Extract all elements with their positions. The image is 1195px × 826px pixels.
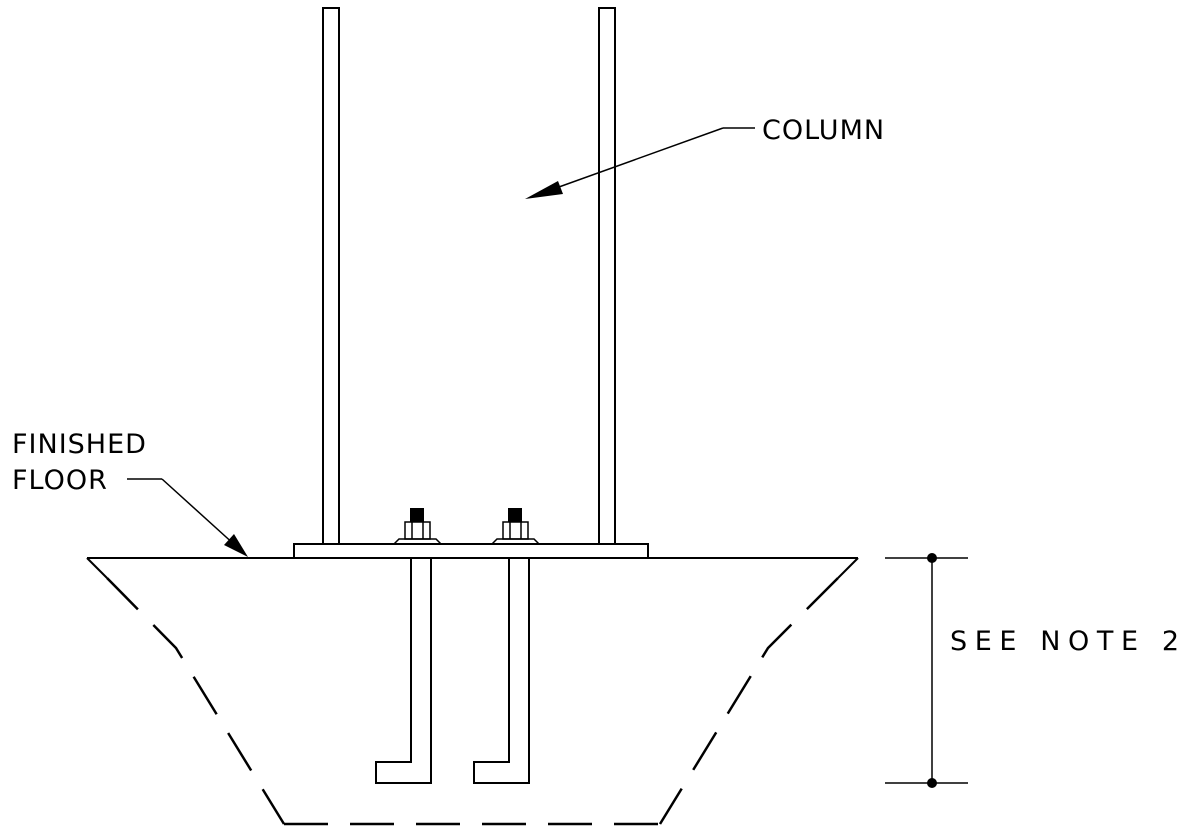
- column-leader-arrowhead: [525, 181, 563, 199]
- bolt-2-washer: [490, 538, 541, 545]
- column: [322, 7, 616, 544]
- see-note-label: SEE NOTE 2: [950, 626, 1180, 657]
- finished-floor-label-line2: FLOOR: [12, 465, 108, 496]
- footing-outline: [86, 557, 859, 826]
- column-left-flange: [322, 7, 340, 544]
- dimension-tick-top: [927, 553, 937, 563]
- column-leader: [525, 127, 755, 199]
- column-right-flange: [598, 7, 616, 544]
- finished-floor-label-line1: FINISHED: [12, 429, 147, 460]
- dimension-tick-bottom: [927, 778, 937, 788]
- bolt-1-threaded-tip: [410, 508, 424, 522]
- anchor-bolt-1: [375, 508, 443, 784]
- finished-floor-leader: [127, 478, 248, 557]
- column-label: COLUMN: [762, 115, 885, 146]
- bolt-2-nut: [502, 521, 529, 540]
- bolt-1-washer: [392, 538, 443, 545]
- bolt-2-threaded-tip: [508, 508, 522, 522]
- bolt-2-hooked-rod: [473, 558, 530, 784]
- bolt-1-hooked-rod: [375, 558, 432, 784]
- anchor-bolt-2: [473, 508, 541, 784]
- bolt-1-nut: [404, 521, 431, 540]
- base-plate: [293, 543, 649, 559]
- finished-floor-arrowhead: [224, 534, 248, 557]
- depth-dimension: [885, 553, 968, 788]
